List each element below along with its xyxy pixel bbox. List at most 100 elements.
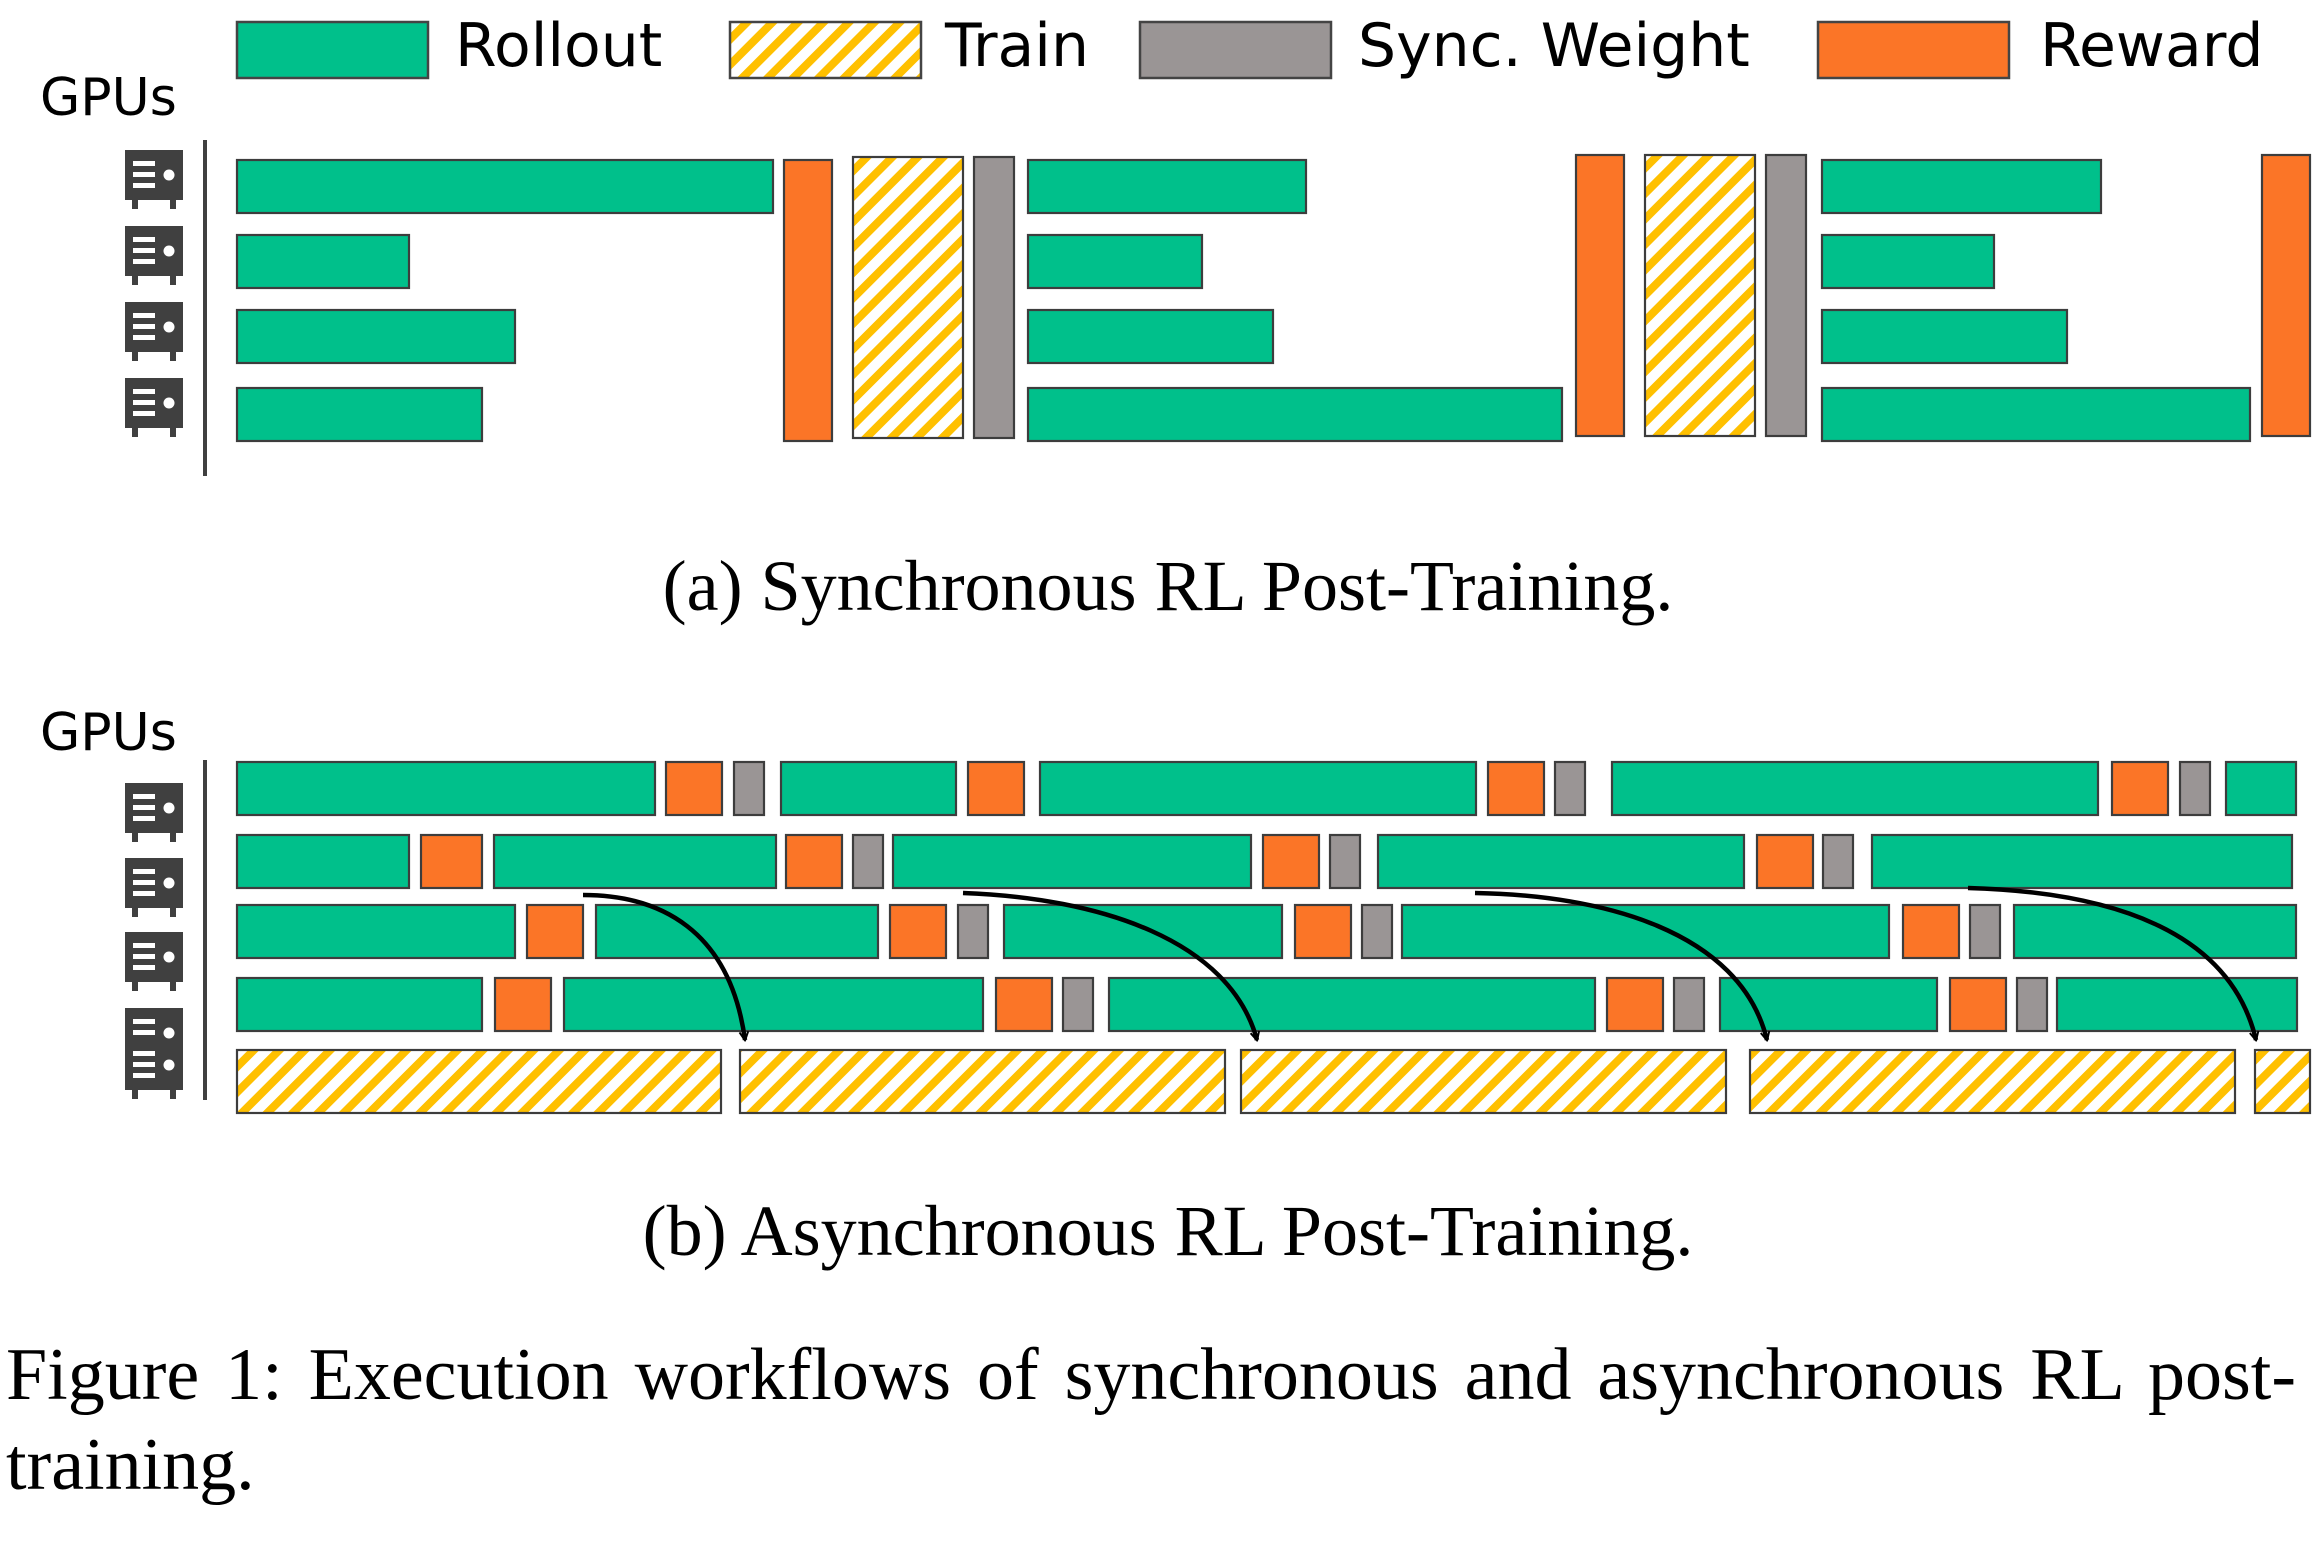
- rollout-block: [492, 833, 778, 890]
- reward-block: [784, 833, 844, 890]
- gpu-icon: [125, 858, 183, 917]
- gpu-icon: [125, 302, 183, 361]
- panel-b: GPUs (b) Asynchronous RL Post-Training.: [40, 703, 2312, 1271]
- reward-block: [888, 903, 948, 960]
- gpu-icon: [125, 932, 183, 991]
- panel-a-timeline: [235, 153, 2312, 443]
- rollout-block: [1107, 976, 1597, 1033]
- rollout-block: [1026, 158, 1308, 215]
- sync-block: [956, 903, 990, 960]
- rollout-block: [235, 308, 517, 365]
- rollout-block: [1002, 903, 1284, 960]
- rollout-block: [562, 976, 985, 1033]
- dependency-arrow: [1967, 885, 2256, 1040]
- reward-block: [493, 976, 553, 1033]
- dependency-arrow: [1474, 890, 1767, 1040]
- rollout-block: [2224, 760, 2298, 817]
- rollout-block: [235, 903, 517, 960]
- reward-block: [2260, 153, 2312, 438]
- dependency-arrow: [962, 890, 1257, 1040]
- reward-block: [525, 903, 585, 960]
- legend-train-label: Train: [944, 11, 1089, 81]
- gpu-icon: [125, 226, 183, 285]
- train-block: [2253, 1048, 2312, 1115]
- train-block: [1643, 153, 1757, 438]
- figure-caption: Figure 1: Execution workflows of synchro…: [6, 1334, 2296, 1506]
- sync-block: [1672, 976, 1706, 1033]
- dependency-arrow: [582, 892, 745, 1040]
- reward-block: [1486, 760, 1546, 817]
- rollout-block: [779, 760, 958, 817]
- rollout-block: [594, 903, 880, 960]
- reward-block: [1901, 903, 1961, 960]
- sync-block: [1764, 153, 1808, 438]
- sync-block: [1821, 833, 1855, 890]
- reward-block: [966, 760, 1026, 817]
- reward-block: [994, 976, 1054, 1033]
- rollout-block: [1718, 976, 1939, 1033]
- sync-block: [1553, 760, 1587, 817]
- legend: Rollout Train Sync. Weight Reward: [235, 11, 2263, 81]
- reward-block: [419, 833, 484, 890]
- rollout-block: [235, 386, 484, 443]
- sync-block: [1328, 833, 1362, 890]
- gpu-icon: [125, 1040, 183, 1099]
- gpu-icon-column-b: [125, 760, 207, 1100]
- sync-block: [1968, 903, 2002, 960]
- panel-a-caption: (a) Synchronous RL Post-Training.: [663, 546, 1674, 626]
- rollout-block: [2055, 976, 2299, 1033]
- rollout-block: [1026, 308, 1275, 365]
- sync-block: [2015, 976, 2049, 1033]
- rollout-block: [1026, 386, 1564, 443]
- rollout-block: [1820, 158, 2103, 215]
- reward-block: [1755, 833, 1815, 890]
- reward-block: [1605, 976, 1665, 1033]
- panel-a: GPUs (a) Synchronous RL Post-Training.: [40, 68, 2312, 626]
- reward-block: [2110, 760, 2170, 817]
- sync-block: [972, 155, 1016, 440]
- panel-b-arrows: [582, 885, 2256, 1040]
- reward-block: [1293, 903, 1353, 960]
- legend-train-swatch: [728, 20, 923, 80]
- legend-sync-label: Sync. Weight: [1358, 11, 1750, 81]
- sync-block: [1061, 976, 1095, 1033]
- gpu-icon: [125, 783, 183, 842]
- sync-block: [732, 760, 766, 817]
- panel-b-timeline: [235, 760, 2312, 1115]
- rollout-block: [1026, 233, 1204, 290]
- sync-block: [851, 833, 885, 890]
- train-block: [235, 1048, 723, 1115]
- rollout-block: [891, 833, 1253, 890]
- rollout-block: [1820, 308, 2069, 365]
- train-block: [738, 1048, 1227, 1115]
- rollout-block: [235, 158, 775, 215]
- rollout-block: [1820, 386, 2252, 443]
- legend-reward-swatch: [1816, 20, 2011, 80]
- rollout-block: [235, 833, 411, 890]
- panel-a-gpu-label: GPUs: [40, 68, 177, 128]
- train-block: [851, 155, 965, 440]
- legend-sync-swatch: [1138, 20, 1333, 80]
- rollout-block: [1376, 833, 1746, 890]
- sync-block: [2178, 760, 2212, 817]
- legend-reward-label: Reward: [2040, 11, 2263, 81]
- rollout-block: [235, 976, 484, 1033]
- rollout-block: [1870, 833, 2294, 890]
- rollout-block: [1400, 903, 1891, 960]
- rollout-block: [1610, 760, 2100, 817]
- reward-block: [782, 158, 834, 443]
- reward-block: [1948, 976, 2008, 1033]
- train-block: [1239, 1048, 1728, 1115]
- panel-b-gpu-label: GPUs: [40, 703, 177, 763]
- panel-b-caption: (b) Asynchronous RL Post-Training.: [643, 1191, 1694, 1271]
- gpu-icon: [125, 378, 183, 437]
- gpu-icon: [125, 150, 183, 209]
- sync-block: [1360, 903, 1394, 960]
- rollout-block: [2012, 903, 2298, 960]
- rollout-block: [1038, 760, 1478, 817]
- rollout-block: [235, 233, 411, 290]
- gpu-icon-column-a: [125, 140, 207, 476]
- reward-block: [1574, 153, 1626, 438]
- legend-rollout-swatch: [235, 20, 430, 80]
